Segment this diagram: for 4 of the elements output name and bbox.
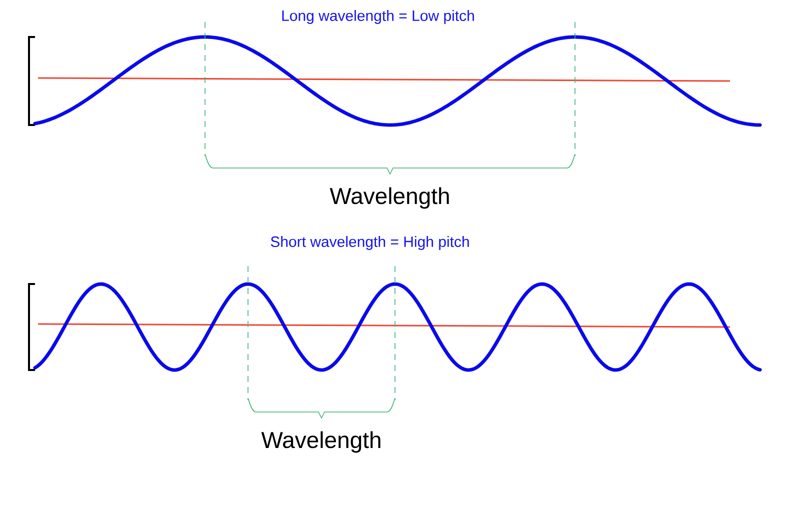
panel-title: Long wavelength = Low pitch: [282, 10, 474, 24]
dimension-label: Wavelength: [330, 187, 449, 209]
dimension-label: Wavelength: [261, 431, 380, 453]
panel-title: Short wavelength = High pitch: [270, 236, 469, 250]
